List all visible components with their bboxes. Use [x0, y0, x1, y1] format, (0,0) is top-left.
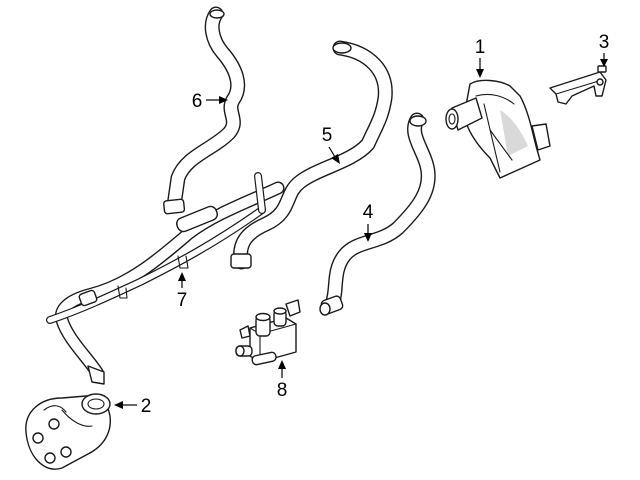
callout-8: 8: [277, 360, 288, 401]
callout-6: 6: [192, 91, 228, 112]
callout-3-label: 3: [599, 32, 610, 53]
callout-2: 2: [114, 396, 151, 417]
callout-1-label: 1: [475, 37, 486, 58]
housing-part-2: [25, 393, 111, 470]
hose-part-5: [230, 40, 393, 270]
callout-5-label: 5: [322, 125, 333, 146]
bracket-part-3: [549, 65, 607, 105]
callout-4-label: 4: [363, 202, 374, 223]
hose-part-6: [163, 6, 246, 215]
callout-1: 1: [475, 37, 486, 78]
callout-5: 5: [322, 125, 340, 164]
callout-7-label: 7: [177, 290, 188, 311]
pipe-assembly-part-7: [46, 172, 285, 385]
hose-part-4: [319, 112, 436, 316]
callout-8-label: 8: [277, 380, 288, 401]
valve-block-part-8: [235, 299, 301, 366]
callout-6-label: 6: [192, 91, 203, 112]
callout-3: 3: [599, 32, 610, 67]
valve-assembly-part-1: [445, 79, 551, 179]
callout-2-label: 2: [141, 396, 152, 417]
callout-4: 4: [363, 202, 374, 242]
callout-7: 7: [177, 272, 188, 311]
